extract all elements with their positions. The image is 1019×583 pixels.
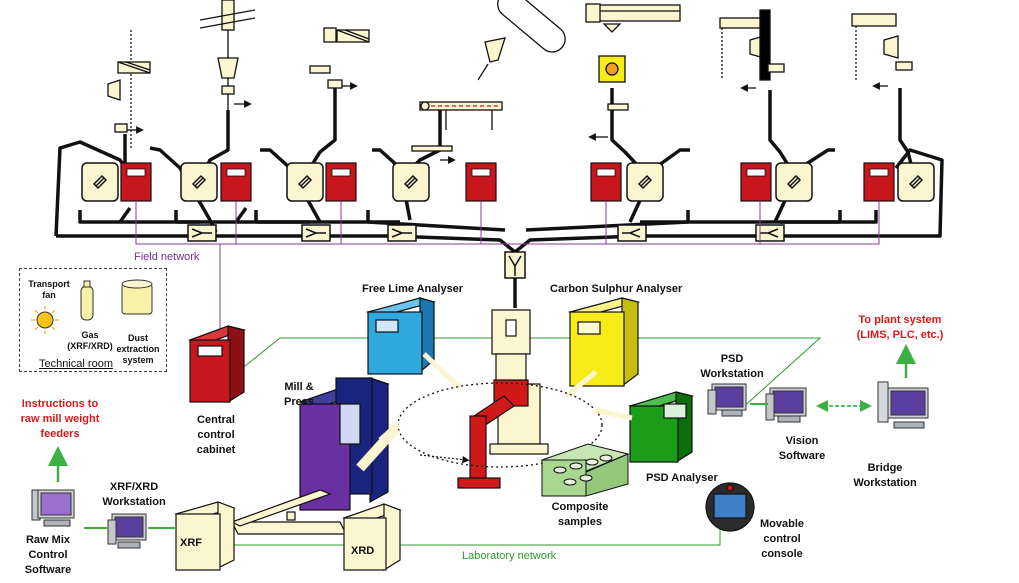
psd-workstation-computer [707, 383, 747, 417]
central-cabinet-line1: Central [197, 414, 235, 426]
vision-software-line1: Vision [785, 435, 819, 447]
bridge-workstation-line2: Workstation [853, 477, 917, 489]
xrfxrd-workstation-line1: XRF/XRD [109, 481, 159, 493]
free-lime-label: Free Lime Analyser [362, 283, 464, 295]
field-network-label: Field network [134, 251, 200, 263]
vision-software-computer [765, 387, 807, 423]
movable-control-console [705, 482, 755, 532]
legend-transport-line1: Transport [28, 279, 70, 289]
movable-console-line1: Movable [759, 518, 804, 530]
instructions-label: Instructions to raw mill weight feeders [10, 397, 110, 442]
xrfxrd-workstation-computer [107, 513, 147, 549]
mill-press-line1: Mill & [284, 381, 314, 393]
raw-mix-line3: Software [24, 564, 72, 576]
sampler-6 [719, 9, 785, 92]
psd-analyser [593, 391, 695, 464]
samplers [107, 0, 913, 164]
sampler-5 [585, 3, 681, 141]
legend-title: Technical room [39, 358, 113, 370]
raw-mix-line2: Control [28, 549, 68, 561]
dust-extraction-icon [121, 279, 153, 315]
psd-workstation-line2: Workstation [700, 368, 764, 380]
raw-mix-label: Raw Mix Control Software [22, 533, 74, 578]
legend-dust-line2: extraction [116, 344, 160, 354]
bridge-workstation-line1: Bridge [867, 462, 903, 474]
sender-stations [81, 162, 935, 202]
mill-press-line2: Press [284, 396, 314, 408]
technical-room-legend [19, 268, 167, 372]
workstation-icons [31, 381, 929, 549]
instructions-line2: raw mill weight [20, 413, 100, 425]
movable-console-line3: console [761, 548, 803, 560]
local-control-boxes [120, 162, 895, 202]
central-cabinet-line3: cabinet [196, 444, 236, 456]
raw-mix-line1: Raw Mix [25, 534, 70, 546]
legend-dust-label: Dust extraction system [110, 333, 166, 366]
sampler-4 [411, 0, 566, 164]
sampler-7 [851, 13, 913, 90]
to-plant-label: To plant system (LIMS, PLC, etc.) [852, 313, 948, 343]
xrf-unit [174, 501, 236, 571]
composite-samples-box [540, 443, 630, 497]
legend-gas-label: Gas (XRF/XRD) [62, 330, 118, 352]
sender-capsule-icons [92, 174, 924, 190]
free-lime-analyser [365, 297, 462, 390]
field-network-lines [135, 201, 880, 330]
psd-workstation-label: PSD Workstation [700, 352, 764, 382]
legend-dust-line1: Dust [128, 333, 148, 343]
central-cabinet-label: Central control cabinet [188, 413, 244, 458]
composite-samples-label: Composite samples [548, 500, 612, 530]
to-plant-line1: To plant system [858, 314, 942, 326]
movable-console-label: Movable control console [756, 517, 808, 562]
xrf-feed-conveyor [230, 489, 347, 535]
pipe-junctions [187, 224, 785, 279]
instructions-line3: feeders [40, 428, 80, 440]
legend-gas-line1: Gas [81, 330, 99, 340]
technical-room-icons [31, 279, 153, 334]
instructions-line1: Instructions to [21, 398, 99, 410]
central-cabinet-line2: control [197, 429, 235, 441]
xrf-label: XRF [180, 537, 202, 549]
robot-arm [457, 379, 529, 489]
movable-console-line2: control [763, 533, 801, 545]
xrfxrd-workstation-line2: Workstation [102, 496, 166, 508]
pneumatic-pipe-network [54, 85, 944, 308]
composite-samples-line1: Composite [551, 501, 609, 513]
xrd-unit [342, 503, 402, 572]
vision-software-label: Vision Software [774, 434, 830, 464]
sampler-2 [199, 0, 256, 110]
composite-samples-line2: samples [557, 516, 603, 528]
xrd-label: XRD [351, 545, 375, 557]
raw-mix-computer [31, 489, 75, 527]
legend-transport-line2: fan [42, 290, 56, 300]
vision-software-line2: Software [778, 450, 826, 462]
transport-fan-icon [31, 306, 59, 334]
sampler-1 [107, 30, 151, 150]
carbon-sulphur-analyser [564, 297, 641, 398]
xrfxrd-workstation-label: XRF/XRD Workstation [96, 480, 172, 510]
mill-press-label: Mill & Press [276, 380, 322, 410]
laboratory-network-label: Laboratory network [462, 550, 557, 562]
gas-cylinder-icon [80, 280, 94, 321]
sampler-3 [309, 27, 370, 90]
to-plant-line2: (LIMS, PLC, etc.) [856, 329, 944, 341]
connection-arrows [48, 344, 916, 529]
legend-transport-label: Transport fan [22, 279, 76, 301]
psd-analyser-label: PSD Analyser [646, 472, 718, 484]
carbon-sulphur-label: Carbon Sulphur Analyser [550, 283, 683, 295]
bridge-workstation-computer [877, 381, 929, 429]
psd-workstation-line1: PSD [720, 353, 744, 365]
legend-gas-line2: (XRF/XRD) [67, 341, 113, 351]
legend-dust-line3: system [122, 355, 154, 365]
bridge-workstation-label: Bridge Workstation [850, 461, 920, 491]
central-control-cabinet [188, 325, 247, 404]
